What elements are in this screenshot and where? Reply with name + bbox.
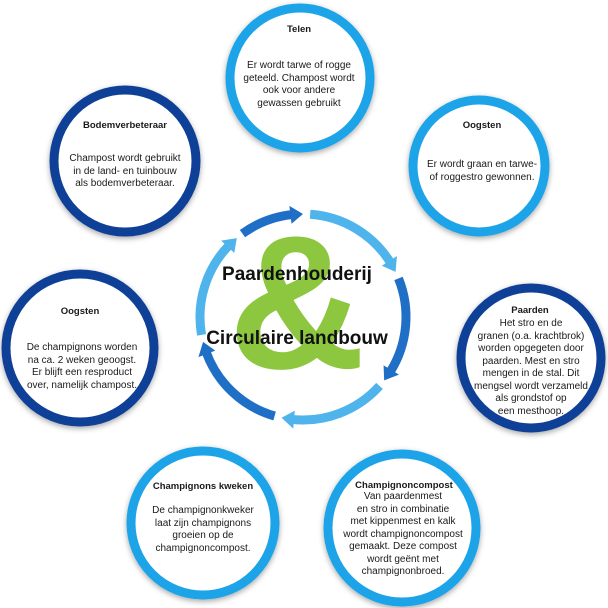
node-bodemverbeteraar-text: Champost wordt gebruikt in de land- en t… bbox=[55, 153, 195, 191]
node-oogsten-champignons-line: na ca. 2 weken geoogst. bbox=[27, 354, 137, 366]
node-oogsten-champignons-circle bbox=[1, 269, 159, 427]
node-champignoncompost-text: Van paardenmest en stro in combinatie me… bbox=[332, 491, 474, 579]
node-champignoncompost-line: gemaakt. Deze compost bbox=[349, 541, 457, 552]
cycle-arrow-segment bbox=[195, 242, 233, 336]
node-paarden-line: mengsel wordt verzameld bbox=[474, 380, 588, 392]
node-champignons-kweken-line: laat zijn champignons bbox=[154, 517, 252, 529]
node-paarden-text: Het stro en de granen (o.a. krachtbrok) … bbox=[463, 318, 599, 418]
node-champignons-kweken-title: Champignons kweken bbox=[152, 481, 254, 492]
node-champignons-kweken-circle bbox=[126, 446, 280, 600]
node-champignoncompost-line: met kippenmest en kalk bbox=[350, 516, 456, 527]
node-oogsten-champignons-line: Er blijft een resproduct bbox=[31, 367, 133, 378]
node-bodemverbeteraar-line: Champost wordt gebruikt bbox=[69, 153, 181, 164]
node-paarden-line: als grondstof op bbox=[495, 393, 567, 404]
node-paarden-circle bbox=[456, 283, 606, 433]
cycle-arrow-segment bbox=[201, 350, 276, 421]
cycle-arrowhead bbox=[289, 205, 303, 224]
node-oogsten-graan-circle bbox=[408, 95, 550, 237]
cycle-arrowhead bbox=[198, 341, 216, 358]
cycle-arrowhead bbox=[381, 256, 397, 272]
node-paarden-line: een mesthoop. bbox=[497, 405, 565, 417]
node-paarden-title: Paarden bbox=[511, 305, 549, 316]
node-oogsten-graan-line: Er wordt graan en tarwe- bbox=[426, 159, 538, 170]
node-oogsten-champignons-text: De champignons worden na ca. 2 weken geo… bbox=[12, 342, 152, 392]
node-telen-line: gewassen gebruikt bbox=[257, 97, 341, 109]
node-paarden-line: worden opgegeten door bbox=[478, 343, 584, 354]
cycle-arrow-segment bbox=[309, 209, 395, 265]
node-champignoncompost-circle bbox=[323, 449, 481, 607]
node-oogsten-champignons-title: Oogsten bbox=[60, 306, 100, 317]
node-champignons-kweken-line: groeien op de bbox=[172, 530, 234, 541]
node-telen-circle bbox=[225, 3, 375, 153]
node-paarden-line: paarden. Mest en stro bbox=[482, 355, 580, 367]
cycle-arrowhead bbox=[281, 410, 295, 429]
node-bodemverbeteraar-title: Bodemverbeteraar bbox=[83, 120, 167, 131]
node-champignons-kweken-line: champignoncompost. bbox=[155, 542, 251, 554]
cycle-arrow-segment bbox=[239, 210, 293, 238]
node-telen-line: Er wordt tarwe of rogge bbox=[247, 60, 351, 71]
node-oogsten-graan-line: of roggestro gewonnen. bbox=[429, 171, 535, 183]
node-telen-text: Er wordt tarwe of rogge geteeld. Champos… bbox=[234, 60, 364, 110]
ampersand-symbol: & bbox=[228, 197, 365, 409]
node-paarden-line: mengen in de stal. Dit bbox=[482, 368, 580, 379]
node-oogsten-champignons-line: over, namelijk champost. bbox=[26, 379, 138, 391]
center-title-line2: Circulaire landbouw bbox=[206, 328, 388, 349]
node-bodemverbeteraar-line: in de land- en tuinbouw bbox=[73, 165, 177, 177]
node-telen-line: geteeld. Champost wordt bbox=[243, 72, 355, 84]
node-telen-title: Telen bbox=[286, 24, 312, 35]
node-oogsten-graan-title: Oogsten bbox=[462, 120, 502, 131]
node-champignons-kweken-line: De champignonkweker bbox=[152, 505, 254, 516]
cycle-arrow-segment bbox=[291, 382, 383, 425]
node-paarden-line: granen (o.a. krachtbrok) bbox=[477, 330, 585, 342]
cycle-arrowhead bbox=[383, 365, 400, 381]
node-oogsten-graan-text: Er wordt graan en tarwe- of roggestro ge… bbox=[417, 159, 547, 184]
node-bodemverbeteraar-circle bbox=[49, 85, 201, 237]
center-title-line1: Paardenhouderij bbox=[222, 264, 372, 285]
node-oogsten-champignons-line: De champignons worden bbox=[26, 342, 138, 353]
node-champignoncompost-line: Van paardenmest bbox=[363, 491, 443, 502]
node-champignoncompost-line: wordt geënt met bbox=[367, 553, 439, 565]
node-champignoncompost-title: Champignoncompost bbox=[355, 480, 453, 491]
cycle-arrow-segment bbox=[386, 276, 411, 374]
node-champignoncompost-line: en stro in combinatie bbox=[356, 503, 450, 515]
node-champignoncompost-line: champignonbroed. bbox=[361, 566, 445, 577]
node-paarden-line: Het stro en de bbox=[499, 318, 563, 329]
node-telen-line: ook voor andere bbox=[262, 85, 336, 96]
node-champignons-kweken-text: De champignonkweker laat zijn champignon… bbox=[133, 505, 273, 555]
node-bodemverbeteraar-line: als bodemverbeteraar. bbox=[75, 178, 175, 189]
cycle-arrows bbox=[195, 205, 411, 429]
cycle-arrowhead bbox=[221, 238, 237, 253]
node-champignoncompost-line: wordt champignoncompost bbox=[343, 528, 463, 540]
